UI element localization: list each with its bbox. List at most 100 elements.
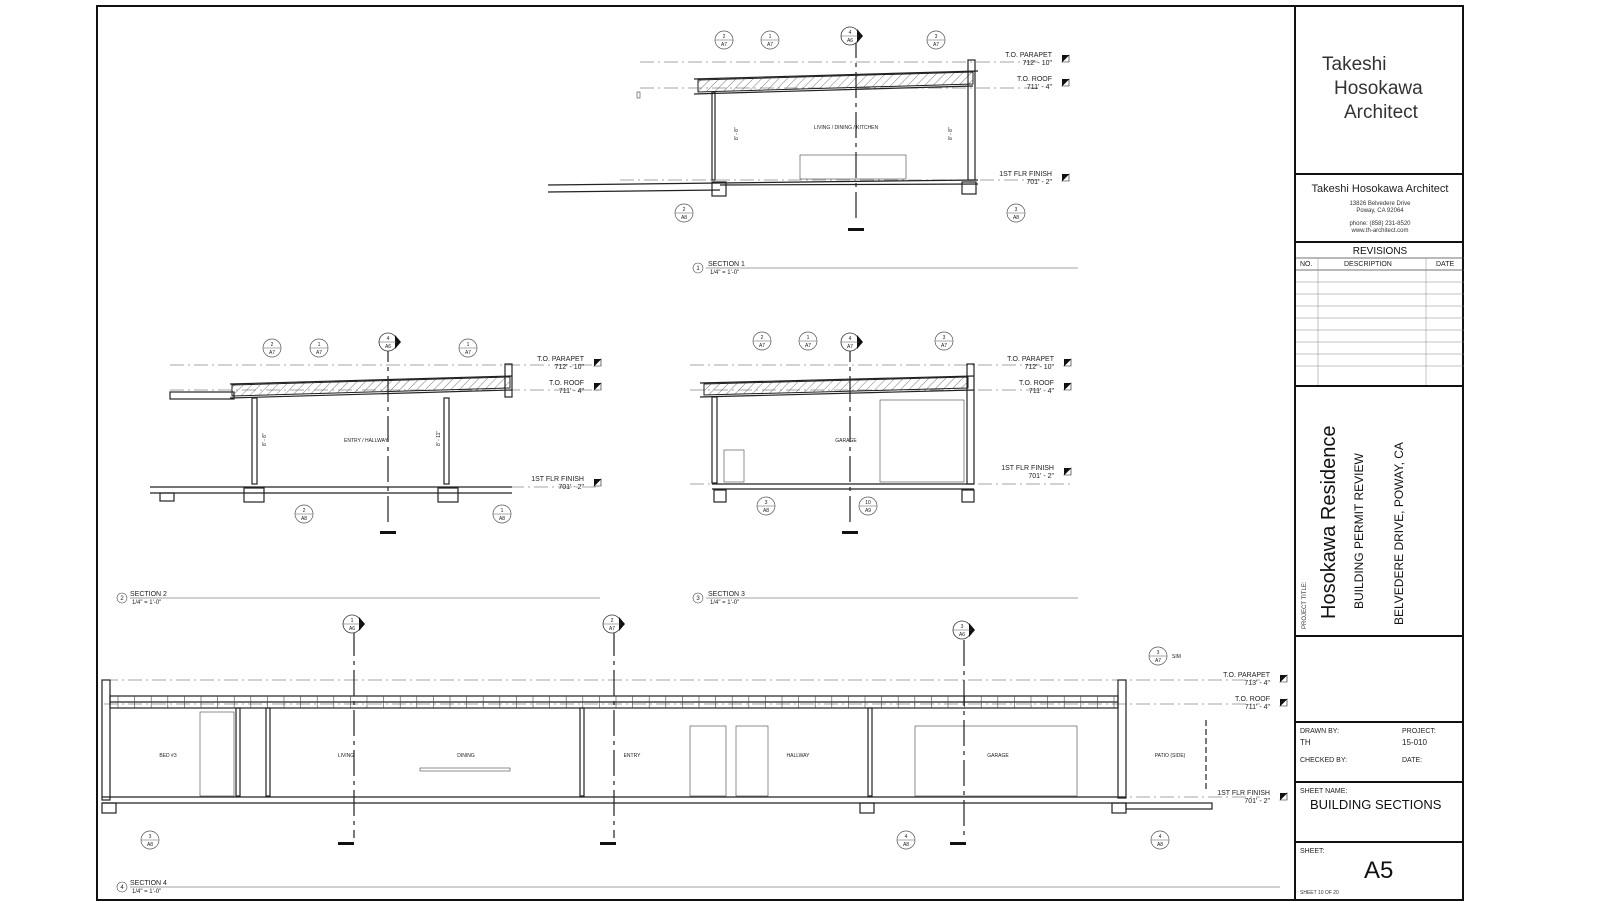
svg-text:1/4" = 1'-0": 1/4" = 1'-0" xyxy=(710,270,739,276)
sim-label: SIM xyxy=(1172,654,1181,660)
detail-bubble: 3A7 xyxy=(934,331,954,351)
svg-text:1: 1 xyxy=(467,342,470,348)
svg-text:4: 4 xyxy=(387,336,390,342)
room-label-living: LIVING xyxy=(338,753,355,759)
svg-text:4: 4 xyxy=(120,885,124,891)
sheet-name: BUILDING SECTIONS xyxy=(1310,797,1442,812)
svg-text:2: 2 xyxy=(761,335,764,341)
svg-text:A6: A6 xyxy=(959,632,965,638)
section-3-drawing: GARAGE xyxy=(690,336,1070,534)
detail-bubble: 3A8 xyxy=(756,496,776,516)
revisions-grid xyxy=(1296,257,1464,385)
blank-cell xyxy=(1296,637,1464,723)
svg-text:3: 3 xyxy=(765,500,768,506)
drawn-checked-cell: DRAWN BY: TH PROJECT: 15-010 CHECKED BY:… xyxy=(1296,723,1464,783)
svg-text:A7: A7 xyxy=(316,350,322,356)
svg-text:3: 3 xyxy=(696,596,700,602)
svg-text:1: 1 xyxy=(769,34,772,40)
level-markers: T.O. PARAPET 712' - 10" T.O. ROOF 711' -… xyxy=(531,52,1271,805)
svg-text:3: 3 xyxy=(1157,650,1160,656)
svg-text:2: 2 xyxy=(611,618,614,624)
detail-bubble: 1A7 xyxy=(798,331,818,351)
svg-text:712' - 10": 712' - 10" xyxy=(1022,60,1052,67)
project-address: BELVEDERE DRIVE, POWAY, CA xyxy=(1392,442,1406,625)
svg-text:A8: A8 xyxy=(147,842,153,848)
sheet-count: SHEET 10 OF 20 xyxy=(1300,890,1339,896)
svg-text:4: 4 xyxy=(849,30,852,36)
svg-text:A7: A7 xyxy=(847,344,853,350)
section-cut-marker: 1A6 xyxy=(342,614,365,634)
room-label-bed: BED #3 xyxy=(159,753,176,759)
svg-text:A7: A7 xyxy=(759,343,765,349)
svg-text:1ST FLR FINISH: 1ST FLR FINISH xyxy=(1217,790,1270,797)
detail-bubble: 3A7 xyxy=(926,30,946,50)
svg-text:3: 3 xyxy=(961,624,964,630)
svg-text:A7: A7 xyxy=(767,42,773,48)
svg-text:1: 1 xyxy=(807,335,810,341)
section-cut-marker: 4A6 xyxy=(840,26,863,46)
detail-bubble: 2A8 xyxy=(674,203,694,223)
svg-text:T.O. ROOF: T.O. ROOF xyxy=(549,380,584,387)
room-label-patio: PATIO (SIDE) xyxy=(1155,753,1186,759)
svg-text:4: 4 xyxy=(905,834,908,840)
svg-text:711' - 4": 711' - 4" xyxy=(1027,84,1053,91)
svg-text:A7: A7 xyxy=(465,350,471,356)
svg-text:A6: A6 xyxy=(385,344,391,350)
svg-text:701' - 2": 701' - 2" xyxy=(1028,473,1054,480)
section-cut-marker: 4A6 xyxy=(378,332,401,352)
svg-text:10: 10 xyxy=(865,500,871,506)
section-2-title: SECTION 2 xyxy=(130,591,167,598)
svg-text:T.O. PARAPET: T.O. PARAPET xyxy=(1005,52,1053,59)
svg-text:T.O. PARAPET: T.O. PARAPET xyxy=(1223,672,1271,679)
firm-logo: Takeshi Hosokawa Architect xyxy=(1296,5,1464,175)
section-cut-marker: 3A6 xyxy=(952,620,975,640)
revisions-title: REVISIONS xyxy=(1352,246,1408,257)
room-label-entry: ENTRY xyxy=(624,753,642,759)
detail-bubble: 1A8 xyxy=(492,504,512,524)
section-4-title: SECTION 4 xyxy=(130,880,167,887)
svg-text:A7: A7 xyxy=(941,343,947,349)
svg-text:2: 2 xyxy=(723,34,726,40)
svg-text:A8: A8 xyxy=(499,516,505,522)
section-titles: 1 SECTION 1 1/4" = 1'-0" 2 SECTION 2 1/4… xyxy=(116,261,1280,895)
svg-text:T.O. ROOF: T.O. ROOF xyxy=(1017,76,1052,83)
svg-text:A9: A9 xyxy=(865,508,871,514)
project-phase: BUILDING PERMIT REVIEW xyxy=(1352,453,1366,609)
svg-text:A7: A7 xyxy=(805,343,811,349)
dim-height: 8' - 11" xyxy=(436,431,442,446)
detail-bubble: 2A7 xyxy=(714,30,734,50)
sheet-number: A5 xyxy=(1364,857,1394,884)
svg-text:711' - 4": 711' - 4" xyxy=(559,388,585,395)
drawn-by: TH xyxy=(1300,738,1311,747)
svg-text:2: 2 xyxy=(271,342,274,348)
detail-bubble: 1A7 xyxy=(309,338,329,358)
detail-callout-bubbles: 2A71A73A72A83A82A71A71A72A81A82A71A73A73… xyxy=(140,26,1181,850)
sheet-name-cell: SHEET NAME: BUILDING SECTIONS xyxy=(1296,783,1464,843)
detail-bubble: 2A7 xyxy=(752,331,772,351)
room-label-living-dining-kitchen: LIVING / DINING / KITCHEN xyxy=(814,125,879,131)
section-2-drawing: ENTRY / HALLWAY 8' - 8" 8' - 11" xyxy=(150,336,600,534)
detail-bubble: 4A8 xyxy=(896,830,916,850)
svg-text:A8: A8 xyxy=(1157,842,1163,848)
project-name: Hosokawa Residence xyxy=(1318,425,1340,619)
svg-text:2: 2 xyxy=(120,596,124,602)
svg-text:3: 3 xyxy=(149,834,152,840)
svg-text:701' - 2": 701' - 2" xyxy=(558,484,584,491)
svg-text:2: 2 xyxy=(683,207,686,213)
detail-bubble: 2A8 xyxy=(294,504,314,524)
svg-text:T.O. PARAPET: T.O. PARAPET xyxy=(1007,356,1055,363)
svg-text:3: 3 xyxy=(943,335,946,341)
svg-text:T.O. ROOF: T.O. ROOF xyxy=(1019,380,1054,387)
detail-bubble: 1A7 xyxy=(760,30,780,50)
detail-bubble: 4A8 xyxy=(1150,830,1170,850)
detail-bubble: 1A7 xyxy=(458,338,478,358)
dim-height: 8' - 8" xyxy=(948,127,954,140)
svg-text:1/4" = 1'-0": 1/4" = 1'-0" xyxy=(710,600,739,606)
svg-text:A8: A8 xyxy=(301,516,307,522)
svg-text:4: 4 xyxy=(849,336,852,342)
svg-text:1ST FLR FINISH: 1ST FLR FINISH xyxy=(531,476,584,483)
section-4-drawing: BED #3 LIVING DINING ENTRY HALLWAY GARAG… xyxy=(101,630,1260,845)
section-cut-marker: 2A7 xyxy=(602,614,625,634)
svg-text:T.O. ROOF: T.O. ROOF xyxy=(1235,696,1270,703)
